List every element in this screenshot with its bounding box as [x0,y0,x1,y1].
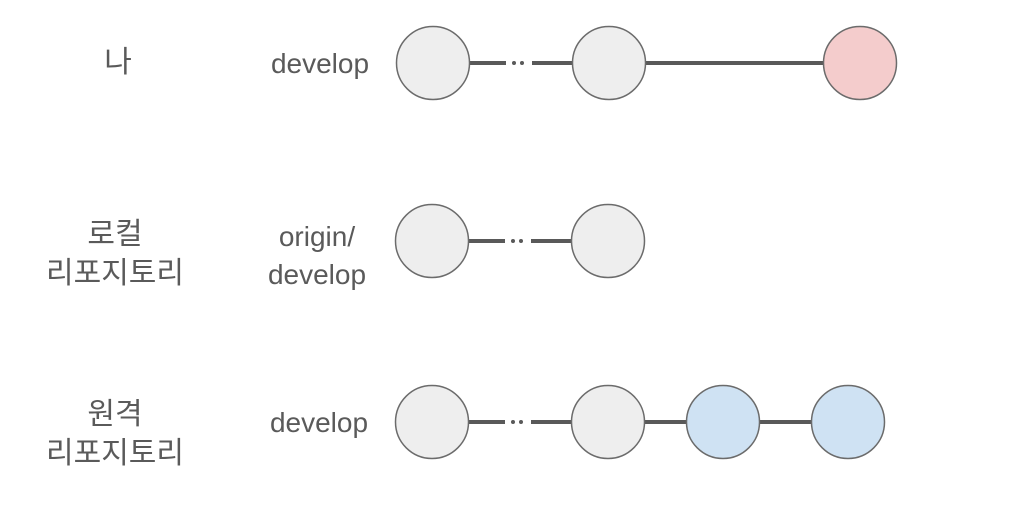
commit-node [394,203,470,279]
row-remote: 원격 리포지토리 develop [46,384,886,470]
row-me: 나 develop [104,25,898,101]
commit-node [395,25,471,101]
commit-node-remote [810,384,886,460]
commit-node [570,384,646,460]
commit-node [570,203,646,279]
actor-label-local-line1: 로컬 [87,218,142,251]
actor-label-remote-line2: 리포지토리 [46,437,184,470]
link-dot [519,420,523,424]
commit-chain-remote [394,384,886,460]
commit-node-new [822,25,898,101]
link-dot [512,61,516,65]
commit-chain-me [395,25,898,101]
commit-node-remote [685,384,761,460]
link-dot [511,420,515,424]
link-dot [520,61,524,65]
commit-chain-local [394,203,646,279]
link-dot [519,239,523,243]
actor-label-me: 나 [104,46,132,79]
branch-label-remote: develop [270,407,368,438]
actor-label-remote-line1: 원격 [87,398,142,431]
branch-label-local-line1: origin/ [279,221,355,252]
actor-label-local-line2: 리포지토리 [46,257,184,290]
link-dot [511,239,515,243]
commit-node [571,25,647,101]
row-local: 로컬 리포지토리 origin/ develop [46,203,646,290]
branch-label-local-line2: develop [268,259,366,290]
branch-label-me: develop [271,48,369,79]
commit-node [394,384,470,460]
